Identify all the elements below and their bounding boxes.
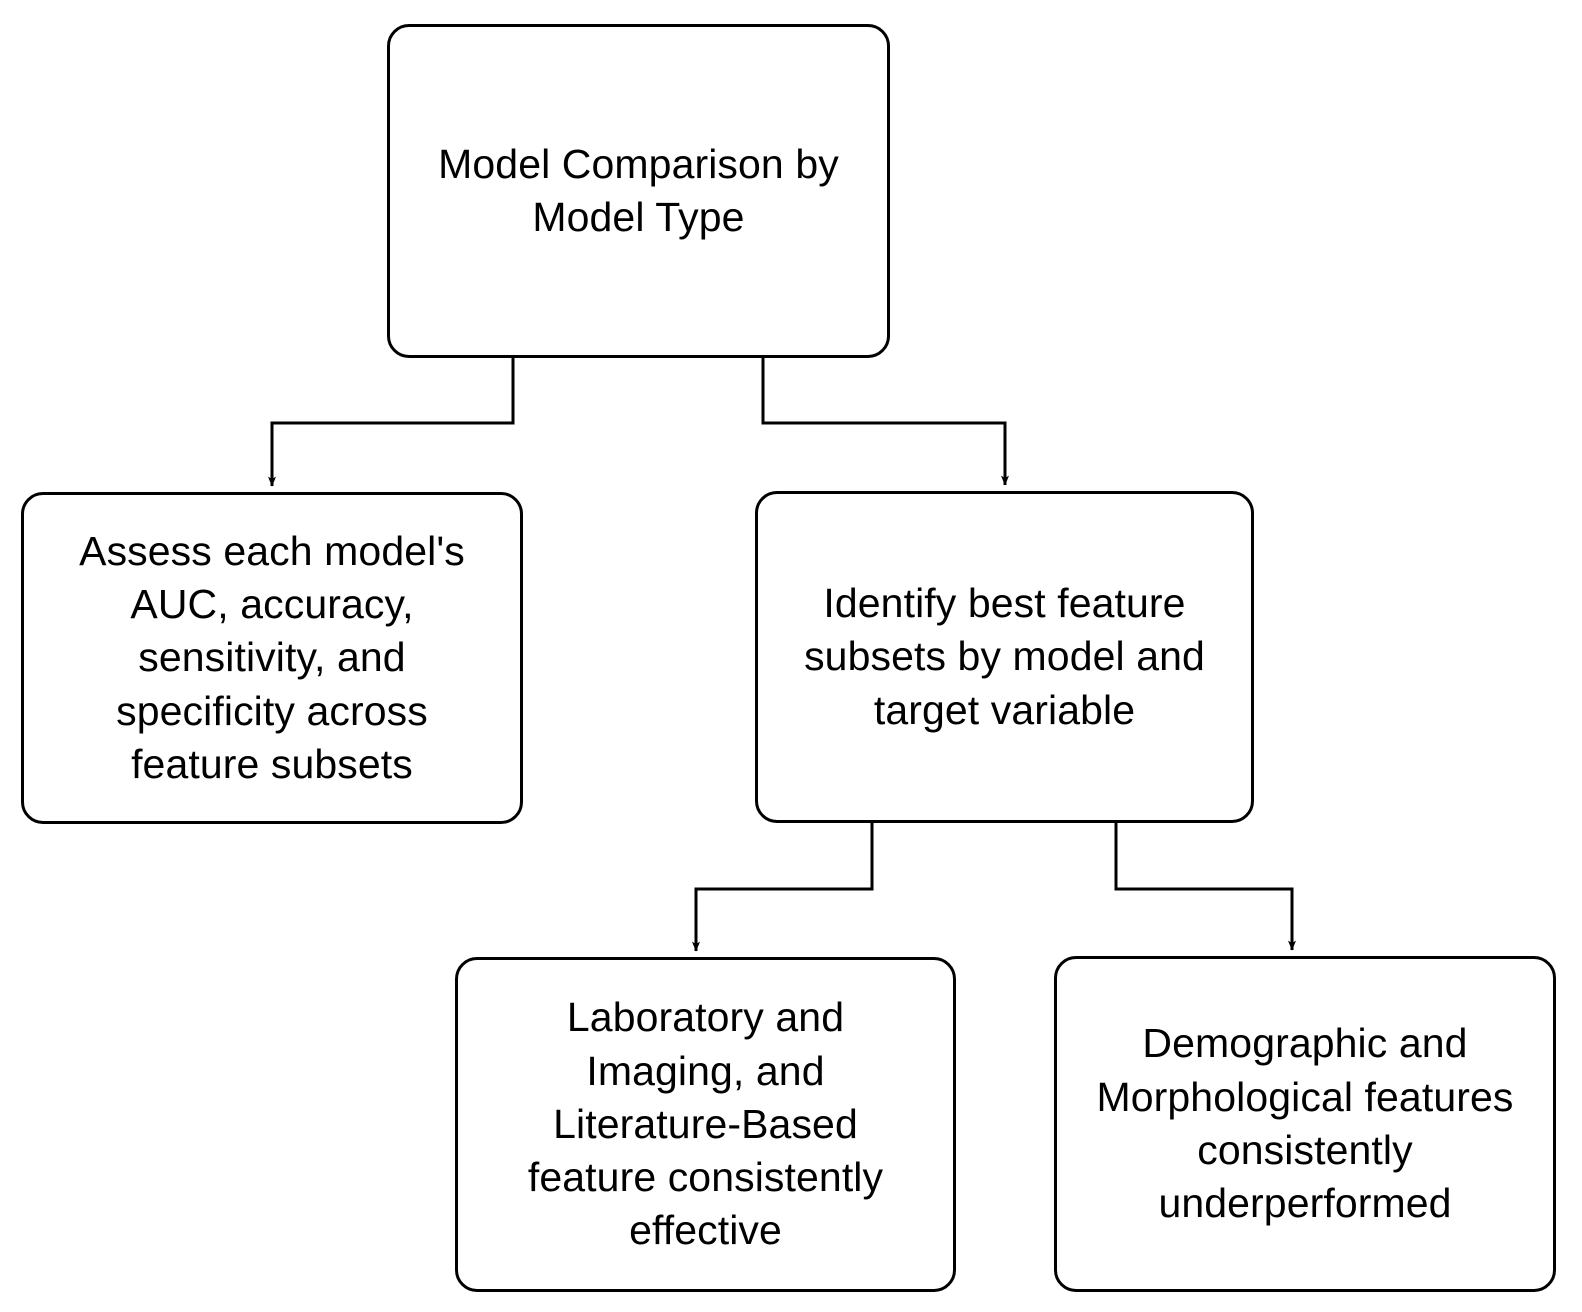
node-label-demographic: Demographic and Morphological features c… <box>1096 1020 1514 1227</box>
node-model-comparison-root[interactable]: Model Comparison by Model Type <box>387 24 890 358</box>
edge-root-to-identify <box>761 358 1009 486</box>
node-identify-feature-subsets[interactable]: Identify best feature subsets by model a… <box>755 491 1254 823</box>
node-label-lab-imaging: Laboratory and Imaging, and Literature-B… <box>527 994 884 1254</box>
edge-identify-to-lab-imaging <box>692 823 874 952</box>
node-assess-metrics[interactable]: Assess each model's AUC, accuracy, sensi… <box>21 492 523 824</box>
edge-root-to-assess <box>268 358 515 487</box>
node-label-root: Model Comparison by Model Type <box>438 140 839 240</box>
edge-identify-to-demographic <box>1114 823 1296 951</box>
node-label-identify: Identify best feature subsets by model a… <box>804 580 1205 733</box>
node-label-assess: Assess each model's AUC, accuracy, sensi… <box>79 527 465 787</box>
node-laboratory-imaging-literature[interactable]: Laboratory and Imaging, and Literature-B… <box>455 957 956 1292</box>
node-demographic-morphological[interactable]: Demographic and Morphological features c… <box>1054 956 1556 1292</box>
